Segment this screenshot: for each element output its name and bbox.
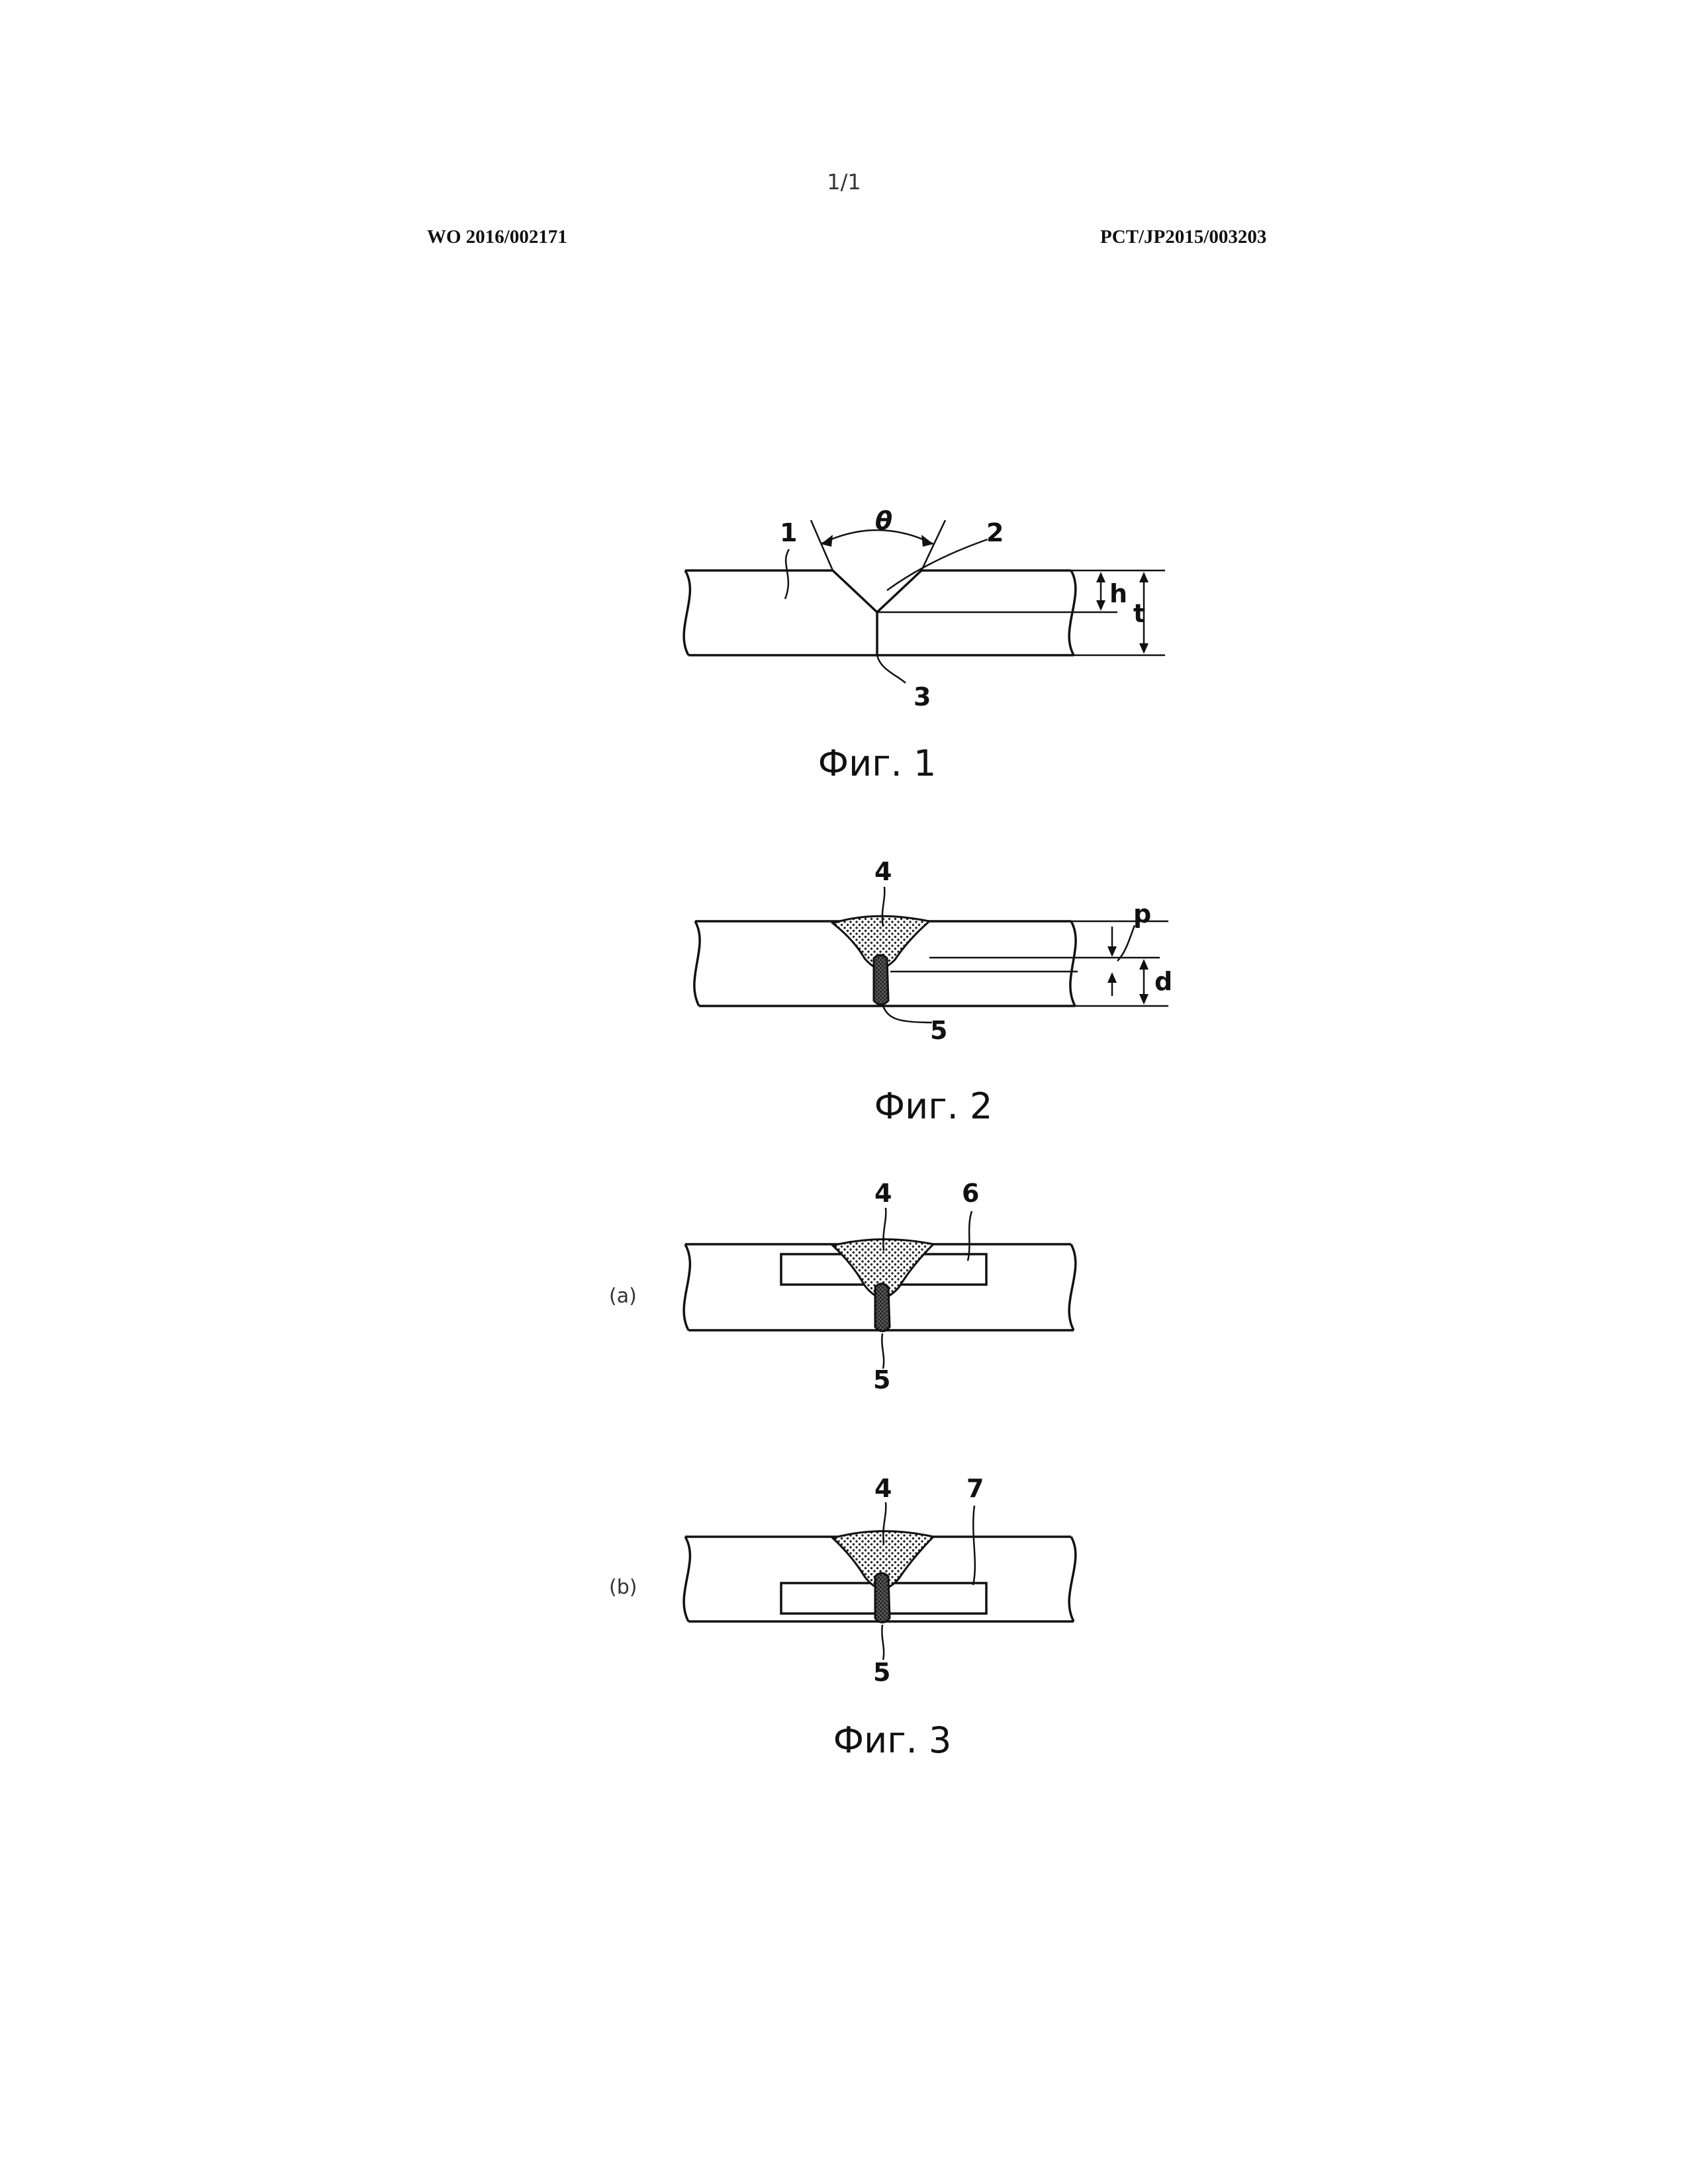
figure-2: 4 5 p d Фиг. 2 — [693, 857, 1172, 1127]
fig3b-label-5: 5 — [873, 1658, 890, 1687]
figure-1: θ 1 2 3 h t Фиг. 1 — [682, 506, 1165, 784]
fig3b-weld-metal — [831, 1529, 935, 1591]
fig3a-label-6: 6 — [962, 1179, 979, 1208]
fig1-label-2: 2 — [986, 518, 1004, 547]
fig3b-label-4: 4 — [874, 1474, 892, 1503]
fig3b-leader-7 — [972, 1505, 976, 1586]
fig1-label-3: 3 — [914, 682, 931, 711]
fig3a-leader-5 — [881, 1333, 885, 1369]
fig1-bevel-extension-left — [810, 520, 834, 571]
fig3a-plate-left-break — [682, 1244, 692, 1331]
fig2-dim-p-arrow-down — [1107, 946, 1117, 957]
fig1-leader-3 — [876, 655, 906, 684]
fig3a-leader-6 — [966, 1210, 973, 1261]
fig3a-plate-right-break — [1068, 1244, 1077, 1331]
fig2-label-5: 5 — [930, 1016, 947, 1045]
fig3b-label-7: 7 — [966, 1474, 984, 1503]
fig1-label-t: t — [1133, 599, 1145, 628]
fig1-leader-2 — [886, 538, 988, 592]
fig1-label-h: h — [1109, 579, 1127, 608]
fig1-plate-left-break — [682, 570, 692, 656]
fig3b-plate-right-break — [1068, 1536, 1077, 1622]
figure-3a: (a) 4 6 5 — [609, 1179, 1077, 1394]
fig2-leader-5 — [882, 1005, 933, 1024]
fig3a-leader-4 — [882, 1207, 887, 1251]
fig1-label-1: 1 — [780, 518, 797, 547]
fig3b-leader-4 — [882, 1502, 887, 1544]
fig3b-leader-5 — [881, 1624, 885, 1661]
fig3b-part-label: (b) — [609, 1576, 637, 1599]
fig1-dim-t-arrow-up — [1139, 572, 1149, 582]
fig1-angle-label: θ — [875, 506, 892, 535]
fig2-plate-left-break — [693, 921, 701, 1007]
fig3b-plate-left-break — [682, 1536, 692, 1622]
fig3a-label-5: 5 — [873, 1365, 890, 1394]
fig2-leader-4 — [881, 886, 886, 927]
fig2-leader-p — [1117, 925, 1136, 962]
fig2-caption: Фиг. 2 — [874, 1085, 993, 1127]
publication-number: WO 2016/002171 — [427, 226, 567, 248]
fig1-caption: Фиг. 1 — [818, 743, 937, 784]
fig3a-label-4: 4 — [874, 1179, 892, 1208]
fig2-dim-d-arrow-up — [1139, 959, 1149, 970]
fig1-angle-arc — [820, 529, 934, 545]
fig2-label-p: p — [1133, 899, 1151, 929]
fig2-plate-right-break — [1069, 921, 1077, 1007]
fig3a-part-label: (a) — [609, 1285, 637, 1308]
fig1-angle-arrowhead-left — [821, 535, 833, 547]
page-number: 1/1 — [827, 169, 861, 195]
fig1-dim-t-arrow-down — [1139, 643, 1149, 654]
fig1-dim-h-arrow-up — [1096, 572, 1105, 582]
fig2-label-d: d — [1154, 967, 1172, 996]
fig1-bevel-extension-right — [920, 520, 947, 571]
figure-3b: (b) 4 7 5 Фиг. 3 — [609, 1474, 1077, 1761]
fig2-dim-d-arrow-down — [1139, 994, 1149, 1005]
application-number: PCT/JP2015/003203 — [1100, 226, 1267, 248]
fig3a-weld-metal — [830, 1238, 936, 1300]
fig1-leader-1 — [784, 549, 790, 600]
fig2-weld-metal — [830, 915, 932, 971]
fig3-caption: Фиг. 3 — [833, 1719, 952, 1761]
fig1-dim-h-arrow-down — [1096, 600, 1105, 611]
fig2-dim-p-arrow-up — [1107, 972, 1117, 983]
fig1-angle-arrowhead-right — [921, 535, 933, 547]
fig3a-root-bead — [874, 1283, 891, 1332]
fig2-root-bead — [872, 954, 890, 1006]
fig3b-root-bead — [874, 1572, 891, 1623]
fig2-label-4: 4 — [874, 857, 892, 886]
